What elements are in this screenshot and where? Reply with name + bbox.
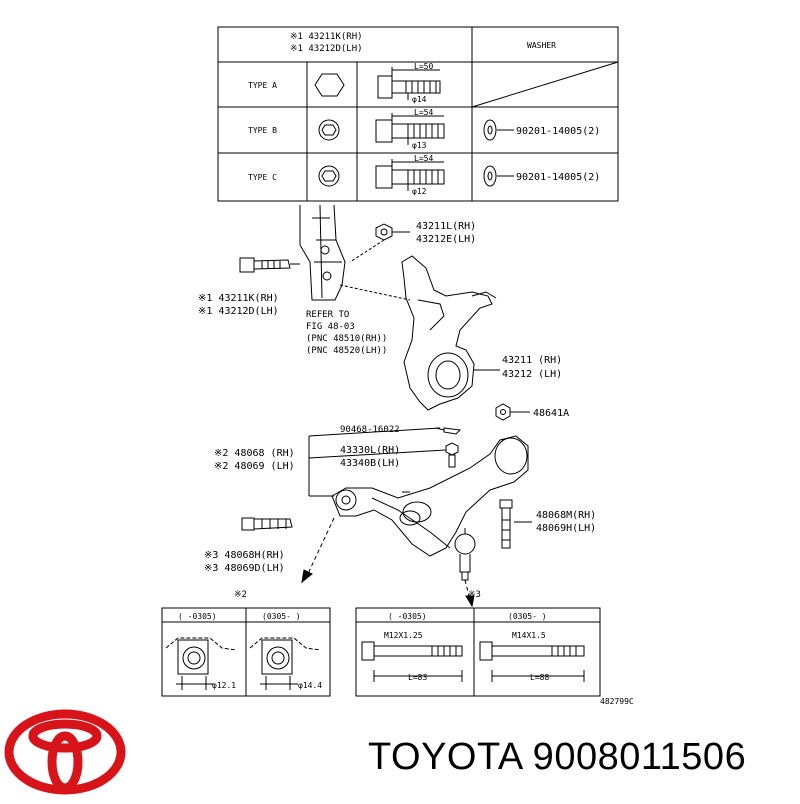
type-a-label: TYPE A	[248, 81, 277, 90]
box3-len1: L=83	[408, 673, 427, 682]
box3-len2: L=88	[530, 673, 549, 682]
assembly-drawing	[239, 204, 532, 608]
callout-nut-lh: 43212E(LH)	[416, 234, 476, 245]
type-c-label: TYPE C	[248, 173, 277, 182]
type-c-diameter: φ12	[412, 187, 427, 196]
detail-box-2	[161, 607, 331, 697]
callout-arm-bolt-lh: ※3 48069D(LH)	[204, 563, 285, 574]
callout-arm-bolt-rh: ※3 48068H(RH)	[204, 550, 285, 561]
box3-col1: ( -0305)	[388, 612, 427, 621]
callout-bolt-rh: ※1 43211K(RH)	[198, 293, 279, 304]
type-b-washer: 90201-14005(2)	[516, 126, 600, 137]
type-b-label: TYPE B	[248, 126, 277, 135]
callout-balljoint-rh: 43330L(RH)	[340, 445, 400, 456]
type-c-washer: 90201-14005(2)	[516, 172, 600, 183]
box3-label: ※3	[468, 590, 481, 600]
callout-nut-rh: 43211L(RH)	[416, 221, 476, 232]
refer-line-3: (PNC 48510(RH))	[306, 334, 387, 344]
box3-thread1: M12X1.25	[384, 631, 423, 640]
callout-arm-bushing-rh: ※2 48068 (RH)	[214, 448, 295, 459]
box2-dia1: φ12.1	[212, 681, 236, 690]
callout-nut-48641a: 48641A	[533, 408, 569, 419]
callout-arm-lh: 48069H(LH)	[536, 523, 596, 534]
callout-arm-bushing-lh: ※2 48069 (LH)	[214, 461, 295, 472]
brand-part-number: TOYOTA 9008011506	[368, 736, 747, 778]
callout-arm-rh: 48068M(RH)	[536, 510, 596, 521]
type-b-length: L=54	[414, 108, 433, 117]
callout-knuckle-rh: 43211 (RH)	[502, 355, 562, 366]
box3-thread2: M14X1.5	[512, 631, 546, 640]
box2-col1: ( -0305)	[178, 612, 217, 621]
type-a-diameter: φ14	[412, 95, 427, 104]
detail-box-3	[355, 607, 601, 697]
callout-pin: 90468-16022	[340, 425, 400, 435]
box2-label: ※2	[234, 590, 247, 600]
callout-bolt-lh: ※1 43212D(LH)	[198, 306, 279, 317]
type-b-diameter: φ13	[412, 141, 427, 150]
refer-line-4: (PNC 48520(LH))	[306, 346, 387, 356]
diagram-ref-code: 482799C	[600, 697, 634, 706]
table-part-lh: ※1 43212D(LH)	[290, 44, 363, 54]
type-c-length: L=54	[414, 154, 433, 163]
refer-line-2: FIG 48-03	[306, 322, 355, 332]
toyota-logo	[4, 709, 126, 795]
box3-col2: (0305- )	[508, 612, 547, 621]
type-a-length: L=50	[414, 62, 433, 71]
bolt-type-table	[217, 26, 619, 202]
washer-header: WASHER	[527, 41, 556, 50]
box2-dia2: φ14.4	[298, 681, 322, 690]
table-part-rh: ※1 43211K(RH)	[290, 32, 363, 42]
refer-line-1: REFER TO	[306, 310, 349, 320]
callout-knuckle-lh: 43212 (LH)	[502, 369, 562, 380]
callout-balljoint-lh: 43340B(LH)	[340, 458, 400, 469]
box2-col2: (0305- )	[262, 612, 301, 621]
